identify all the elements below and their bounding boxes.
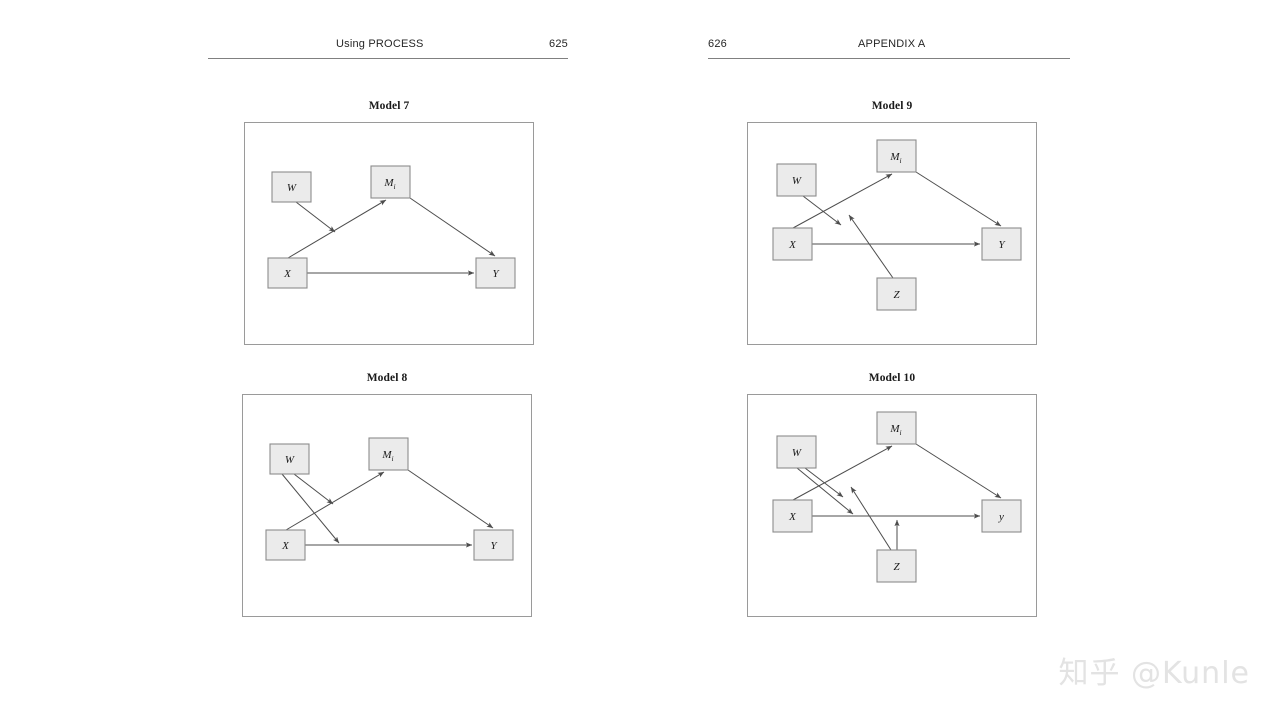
figure-model-8: Model 8 W Mi [242, 372, 532, 620]
edge-x-to-m [285, 471, 385, 531]
edge-w-to-xm-path [802, 195, 842, 226]
svg-text:Y: Y [490, 540, 498, 552]
figure-model-9-title: Model 9 [871, 100, 913, 112]
node-y: Y [981, 227, 1022, 261]
edge-x-to-m [792, 173, 893, 229]
figure-model-8-frame [242, 394, 532, 617]
edge-x-to-m [287, 199, 387, 259]
svg-text:Mi: Mi [889, 151, 901, 165]
svg-text:X: X [788, 239, 797, 251]
edge-w-to-xm-path [295, 201, 336, 233]
running-head-left: Using PROCESS 625 [208, 38, 568, 60]
model-9-diagram: W Mi X Y Z [772, 139, 1022, 311]
svg-text:W: W [285, 454, 295, 466]
svg-text:Y: Y [492, 268, 500, 280]
edge-m-to-y [915, 171, 1002, 227]
svg-text:Mi: Mi [383, 177, 395, 191]
running-head-right: 626 APPENDIX A [708, 38, 1070, 60]
node-x: X [265, 529, 306, 561]
edge-w-to-xy-path [796, 467, 854, 515]
running-head-left-rule [208, 58, 568, 59]
node-w: W [269, 443, 310, 475]
node-w: W [271, 171, 312, 203]
node-z: Z [876, 277, 917, 311]
edge-m-to-y [407, 469, 494, 529]
edge-z-to-xm-path [848, 214, 894, 279]
figure-model-9-canvas: W Mi X Y Z [747, 122, 1037, 345]
svg-text:W: W [287, 182, 297, 194]
figure-model-10-canvas: W Mi X y Z [747, 394, 1037, 617]
watermark: 知乎 @Kunle [1058, 656, 1250, 691]
node-m: Mi [876, 139, 917, 173]
svg-text:X: X [281, 540, 290, 552]
svg-text:Y: Y [998, 239, 1006, 251]
node-m: Mi [370, 165, 411, 199]
edge-m-to-y [409, 197, 496, 257]
edge-x-to-m [792, 445, 893, 501]
svg-text:W: W [792, 175, 802, 187]
svg-text:W: W [792, 447, 802, 459]
figure-model-10-title: Model 10 [868, 372, 916, 384]
figure-model-9: Model 9 W Mi [747, 100, 1037, 348]
model-7-diagram: W Mi X Y [267, 165, 516, 289]
node-x: X [267, 257, 308, 289]
running-head-right-page-number: 626 [708, 38, 727, 50]
node-x: X [772, 499, 813, 533]
node-y: y [981, 499, 1022, 533]
edge-z-to-xm-path [850, 486, 892, 551]
svg-text:Z: Z [893, 289, 900, 301]
figure-model-7-frame [244, 122, 534, 345]
figure-model-10: Model 10 W [747, 372, 1037, 620]
svg-text:Mi: Mi [889, 423, 901, 437]
svg-text:Z: Z [893, 561, 900, 573]
node-m: Mi [876, 411, 917, 445]
node-w: W [776, 163, 817, 197]
svg-text:Mi: Mi [381, 449, 393, 463]
model-8-diagram: W Mi X Y [265, 437, 514, 561]
node-y: Y [475, 257, 516, 289]
figure-model-7-title: Model 7 [368, 100, 410, 112]
edge-w-to-xy-path [281, 473, 340, 544]
running-head-right-rule [708, 58, 1070, 59]
svg-text:X: X [283, 268, 292, 280]
node-m: Mi [368, 437, 409, 471]
node-z: Z [876, 549, 917, 583]
figure-model-7: Model 7 W [244, 100, 534, 348]
node-y: Y [473, 529, 514, 561]
node-w: W [776, 435, 817, 469]
node-x: X [772, 227, 813, 261]
edge-m-to-y [915, 443, 1002, 499]
model-10-diagram: W Mi X y Z [772, 411, 1022, 583]
figure-model-8-canvas: W Mi X Y [242, 394, 532, 617]
edge-w-to-xm-path [804, 467, 844, 498]
running-head-left-page-number: 625 [549, 38, 568, 50]
svg-text:X: X [788, 511, 797, 523]
running-head-right-title: APPENDIX A [858, 38, 926, 50]
figure-model-8-title: Model 8 [366, 372, 408, 384]
svg-text:y: y [998, 511, 1004, 523]
edge-w-to-xm-path [293, 473, 334, 505]
running-head-left-title: Using PROCESS [336, 38, 424, 50]
figure-model-7-canvas: W Mi X Y [244, 122, 534, 345]
